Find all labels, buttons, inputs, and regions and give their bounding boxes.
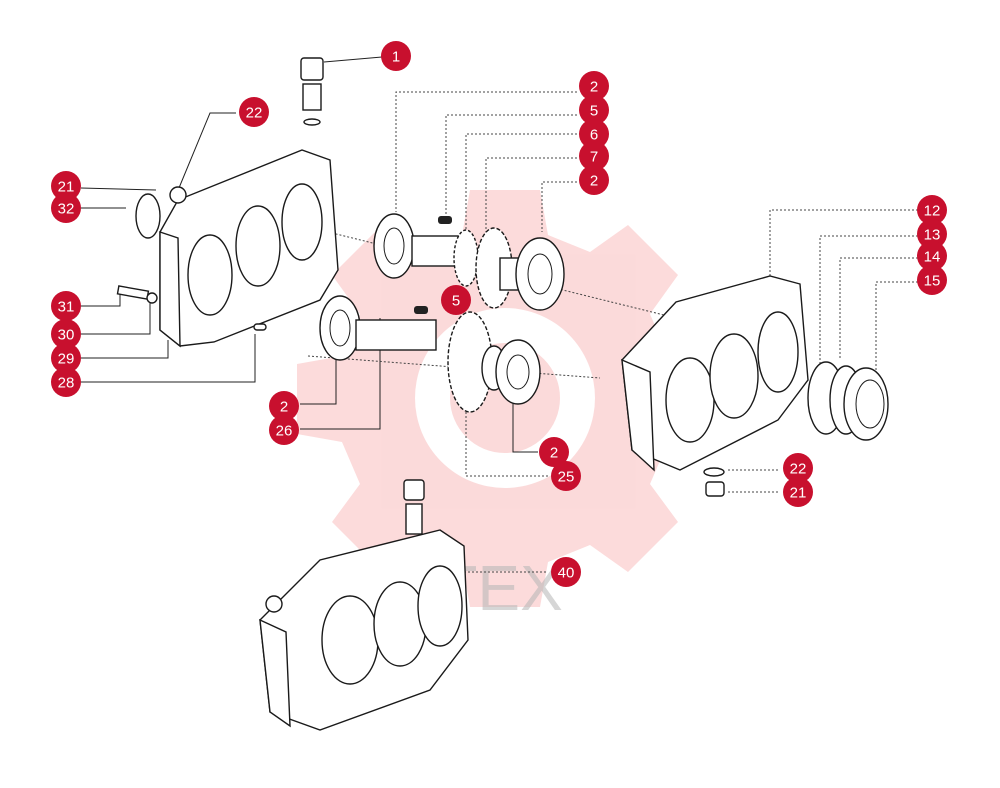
callout-22[interactable]: 22 bbox=[239, 97, 269, 127]
callout-number: 25 bbox=[558, 469, 575, 486]
lower-shaft-assembly bbox=[319, 295, 541, 413]
callout-circle bbox=[539, 437, 569, 467]
callout-number: 21 bbox=[790, 485, 807, 502]
callout-circle bbox=[917, 219, 947, 249]
callout-number: 32 bbox=[58, 201, 75, 218]
callout-2[interactable]: 2 bbox=[539, 437, 569, 467]
drain-plug-right bbox=[703, 467, 725, 497]
callout-circle bbox=[269, 415, 299, 445]
callout-circle bbox=[917, 265, 947, 295]
callout-circle bbox=[51, 343, 81, 373]
callout-circle bbox=[441, 285, 471, 315]
callout-number: 7 bbox=[590, 149, 598, 166]
callout-circle bbox=[917, 195, 947, 225]
callout-6[interactable]: 6 bbox=[579, 119, 609, 149]
callout-13[interactable]: 13 bbox=[917, 219, 947, 249]
callout-circle bbox=[51, 291, 81, 321]
callout-layer: 1222132313029282567252262251213141522214… bbox=[51, 41, 947, 587]
callout-circle bbox=[579, 141, 609, 171]
callout-26[interactable]: 26 bbox=[269, 415, 299, 445]
callout-circle bbox=[579, 71, 609, 101]
callout-number: 14 bbox=[924, 249, 941, 266]
callout-circle bbox=[381, 41, 411, 71]
leader-lines bbox=[80, 56, 918, 573]
callout-32[interactable]: 32 bbox=[51, 193, 81, 223]
right-main-housing bbox=[621, 275, 809, 472]
callout-circle bbox=[269, 391, 299, 421]
callout-2[interactable]: 2 bbox=[579, 165, 609, 195]
callout-circle bbox=[51, 367, 81, 397]
callout-number: 28 bbox=[58, 375, 75, 392]
callout-5[interactable]: 5 bbox=[441, 285, 471, 315]
callout-circle bbox=[239, 97, 269, 127]
callout-number: 2 bbox=[590, 79, 598, 96]
callout-number: 15 bbox=[924, 273, 941, 290]
callout-number: 22 bbox=[246, 105, 263, 122]
callout-2[interactable]: 2 bbox=[269, 391, 299, 421]
callout-circle bbox=[551, 461, 581, 491]
callout-1[interactable]: 1 bbox=[381, 41, 411, 71]
callout-number: 1 bbox=[392, 49, 400, 66]
callout-circle bbox=[579, 165, 609, 195]
callout-number: 29 bbox=[58, 351, 75, 368]
callout-number: 5 bbox=[590, 103, 598, 120]
callout-number: 21 bbox=[58, 179, 75, 196]
callout-25[interactable]: 25 bbox=[551, 461, 581, 491]
callout-circle bbox=[917, 241, 947, 271]
callout-22[interactable]: 22 bbox=[783, 453, 813, 483]
seal-and-end-cover bbox=[807, 361, 889, 441]
callout-circle bbox=[551, 557, 581, 587]
callout-number: 26 bbox=[276, 423, 293, 440]
callout-number: 5 bbox=[452, 293, 460, 310]
callout-2[interactable]: 2 bbox=[579, 71, 609, 101]
upper-shaft-assembly bbox=[373, 213, 565, 311]
callout-31[interactable]: 31 bbox=[51, 291, 81, 321]
callout-29[interactable]: 29 bbox=[51, 343, 81, 373]
callout-circle bbox=[579, 119, 609, 149]
callout-circle bbox=[51, 171, 81, 201]
callout-28[interactable]: 28 bbox=[51, 367, 81, 397]
left-housing-cover bbox=[135, 149, 339, 348]
callout-number: 12 bbox=[924, 203, 941, 220]
callout-circle bbox=[579, 95, 609, 125]
callout-21[interactable]: 21 bbox=[783, 477, 813, 507]
callout-number: 40 bbox=[558, 565, 575, 582]
callout-21[interactable]: 21 bbox=[51, 171, 81, 201]
callout-5[interactable]: 5 bbox=[579, 95, 609, 125]
callout-number: 31 bbox=[58, 299, 75, 316]
callout-circle bbox=[783, 453, 813, 483]
callout-circle bbox=[51, 193, 81, 223]
callout-14[interactable]: 14 bbox=[917, 241, 947, 271]
callout-circle bbox=[51, 319, 81, 349]
callout-number: 6 bbox=[590, 127, 598, 144]
callout-circle bbox=[783, 477, 813, 507]
callout-number: 22 bbox=[790, 461, 807, 478]
breather-plug-top bbox=[300, 57, 324, 126]
callout-15[interactable]: 15 bbox=[917, 265, 947, 295]
callout-30[interactable]: 30 bbox=[51, 319, 81, 349]
callout-number: 2 bbox=[280, 399, 288, 416]
callout-40[interactable]: 40 bbox=[551, 557, 581, 587]
callout-number: 30 bbox=[58, 327, 75, 344]
callout-number: 2 bbox=[550, 445, 558, 462]
callout-7[interactable]: 7 bbox=[579, 141, 609, 171]
bolt-31 bbox=[116, 285, 158, 304]
callout-12[interactable]: 12 bbox=[917, 195, 947, 225]
callout-number: 13 bbox=[924, 227, 941, 244]
assembled-gearbox-40 bbox=[259, 479, 469, 731]
callout-number: 2 bbox=[590, 173, 598, 190]
